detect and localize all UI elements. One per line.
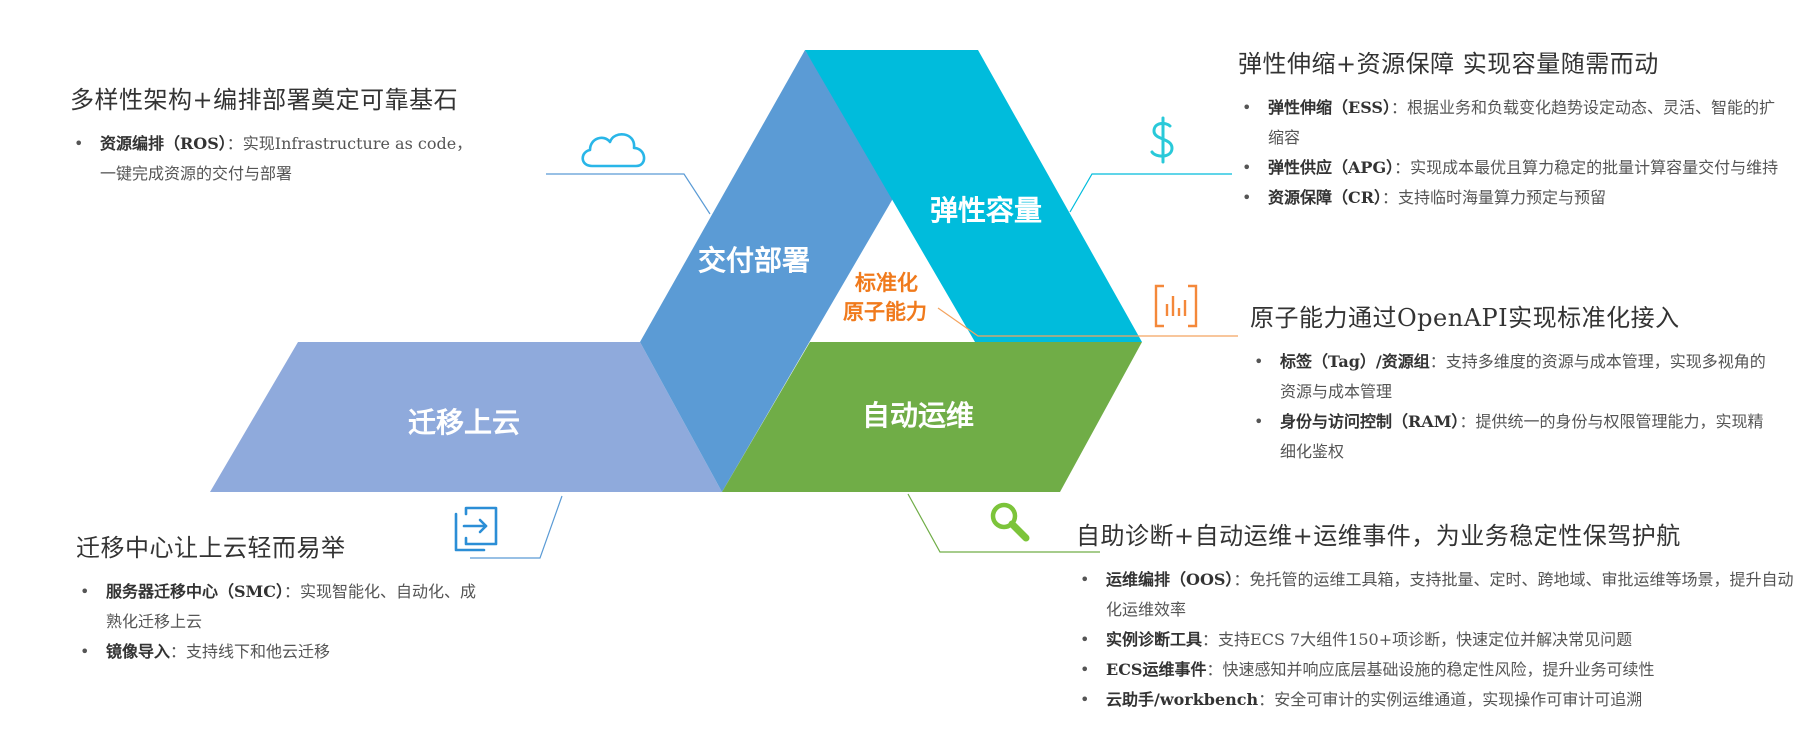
migration-title: 迁移中心让上云轻而易举 bbox=[76, 534, 346, 562]
item-key: 弹性供应（APG） bbox=[1268, 158, 1395, 177]
delivery-title: 多样性架构+编排部署奠定可靠基石 bbox=[70, 86, 459, 114]
item-text: ：安全可审计的实例运维通道，实现操作可审计可追溯 bbox=[1258, 690, 1643, 709]
item-key: 资源保障（CR） bbox=[1268, 188, 1383, 207]
item-text: ：支持线下和他云迁移 bbox=[170, 642, 331, 661]
dollar-icon bbox=[1150, 116, 1174, 164]
item-key: 服务器迁移中心（SMC） bbox=[106, 582, 285, 601]
elastic-connector bbox=[1069, 173, 1232, 213]
migrate-icon bbox=[454, 506, 498, 552]
item-text: ：实现成本最优且算力稳定的批量计算容量交付与维持 bbox=[1394, 158, 1779, 177]
item-text: ：支持ECS 7大组件150+项诊断，快速定位并解决常见问题 bbox=[1202, 630, 1633, 649]
atomic-section: 原子能力通过OpenAPI实现标准化接入 标签（Tag）/资源组：支持多维度的资… bbox=[1250, 298, 1774, 467]
item-text: ：实现Infrastructure as code，一键完成资源的交付与部署 bbox=[100, 134, 473, 183]
center-label-line1: 标准化 bbox=[855, 270, 918, 295]
item-text: ：快速感知并响应底层基础设施的稳定性风险，提升业务可续性 bbox=[1206, 660, 1655, 679]
center-label-line2: 原子能力 bbox=[843, 299, 927, 324]
item-text: ：提供统一的身份与权限管理能力，实现精细化鉴权 bbox=[1280, 412, 1764, 461]
list-item: 服务器迁移中心（SMC）：实现智能化、自动化、成熟化迁移上云 bbox=[76, 577, 486, 637]
item-text: ：免托管的运维工具箱，支持批量、定时、跨地域、审批运维等场景，提升自动化运维效率 bbox=[1106, 570, 1794, 619]
migration-label: 迁移上云 bbox=[408, 406, 520, 439]
elastic-list: 弹性伸缩（ESS）：根据业务和负载变化趋势设定动态、灵活、智能的扩缩容 弹性供应… bbox=[1238, 93, 1782, 213]
item-key: ECS运维事件 bbox=[1106, 660, 1207, 679]
migration-section: 迁移中心让上云轻而易举 服务器迁移中心（SMC）：实现智能化、自动化、成熟化迁移… bbox=[76, 528, 486, 667]
item-text: ：支持临时海量算力预定与预留 bbox=[1382, 188, 1607, 207]
list-item: 弹性供应（APG）：实现成本最优且算力稳定的批量计算容量交付与维持 bbox=[1238, 153, 1782, 183]
item-key: 弹性伸缩（ESS） bbox=[1268, 98, 1391, 117]
atomic-connector bbox=[937, 307, 1238, 337]
list-item: ECS运维事件：快速感知并响应底层基础设施的稳定性风险，提升业务可续性 bbox=[1076, 655, 1800, 685]
delivery-connector bbox=[546, 173, 711, 215]
elastic-shape bbox=[805, 50, 1142, 342]
atomic-list: 标签（Tag）/资源组：支持多维度的资源与成本管理，实现多视角的资源与成本管理 … bbox=[1250, 347, 1774, 467]
item-key: 资源编排（ROS） bbox=[100, 134, 227, 153]
list-item: 资源保障（CR）：支持临时海量算力预定与预留 bbox=[1238, 183, 1782, 213]
item-text: ：实现智能化、自动化、成熟化迁移上云 bbox=[106, 582, 477, 631]
bar-chart-icon bbox=[1154, 284, 1198, 328]
item-key: 实例诊断工具 bbox=[1106, 630, 1203, 649]
delivery-label: 交付部署 bbox=[698, 244, 810, 277]
list-item: 标签（Tag）/资源组：支持多维度的资源与成本管理，实现多视角的资源与成本管理 bbox=[1250, 347, 1774, 407]
elastic-section: 弹性伸缩+资源保障 实现容量随需而动 弹性伸缩（ESS）：根据业务和负载变化趋势… bbox=[1238, 44, 1782, 213]
item-key: 标签（Tag）/资源组 bbox=[1280, 352, 1430, 371]
ops-title: 自助诊断+自动运维+运维事件，为业务稳定性保驾护航 bbox=[1076, 522, 1681, 550]
list-item: 云助手/workbench：安全可审计的实例运维通道，实现操作可审计可追溯 bbox=[1076, 685, 1800, 715]
delivery-list: 资源编排（ROS）：实现Infrastructure as code，一键完成资… bbox=[70, 129, 480, 189]
item-key: 身份与访问控制（RAM） bbox=[1280, 412, 1460, 431]
item-key: 镜像导入 bbox=[106, 642, 171, 661]
elastic-title: 弹性伸缩+资源保障 实现容量随需而动 bbox=[1238, 50, 1659, 78]
ops-list: 运维编排（OOS）：免托管的运维工具箱，支持批量、定时、跨地域、审批运维等场景，… bbox=[1076, 565, 1800, 715]
migration-list: 服务器迁移中心（SMC）：实现智能化、自动化、成熟化迁移上云 镜像导入：支持线下… bbox=[76, 577, 486, 667]
item-text: ：根据业务和负载变化趋势设定动态、灵活、智能的扩缩容 bbox=[1268, 98, 1775, 147]
ops-label: 自动运维 bbox=[862, 399, 974, 432]
ops-connector bbox=[907, 493, 1100, 553]
item-key: 云助手/workbench bbox=[1106, 690, 1259, 709]
cloud-icon bbox=[581, 133, 646, 168]
migration-shape bbox=[210, 342, 722, 492]
atomic-title: 原子能力通过OpenAPI实现标准化接入 bbox=[1250, 304, 1680, 332]
list-item: 资源编排（ROS）：实现Infrastructure as code，一键完成资… bbox=[70, 129, 480, 189]
ops-section: 自助诊断+自动运维+运维事件，为业务稳定性保驾护航 运维编排（OOS）：免托管的… bbox=[1076, 516, 1800, 715]
list-item: 身份与访问控制（RAM）：提供统一的身份与权限管理能力，实现精细化鉴权 bbox=[1250, 407, 1774, 467]
elastic-label: 弹性容量 bbox=[930, 194, 1042, 227]
search-icon bbox=[990, 502, 1030, 542]
ops-shape bbox=[722, 342, 1142, 492]
list-item: 实例诊断工具：支持ECS 7大组件150+项诊断，快速定位并解决常见问题 bbox=[1076, 625, 1800, 655]
list-item: 运维编排（OOS）：免托管的运维工具箱，支持批量、定时、跨地域、审批运维等场景，… bbox=[1076, 565, 1800, 625]
delivery-shape bbox=[640, 50, 895, 492]
migration-connector bbox=[470, 495, 563, 559]
item-key: 运维编排（OOS） bbox=[1106, 570, 1234, 589]
item-text: ：支持多维度的资源与成本管理，实现多视角的资源与成本管理 bbox=[1280, 352, 1766, 401]
list-item: 镜像导入：支持线下和他云迁移 bbox=[76, 637, 486, 667]
delivery-section: 多样性架构+编排部署奠定可靠基石 资源编排（ROS）：实现Infrastruct… bbox=[70, 80, 480, 189]
list-item: 弹性伸缩（ESS）：根据业务和负载变化趋势设定动态、灵活、智能的扩缩容 bbox=[1238, 93, 1782, 153]
